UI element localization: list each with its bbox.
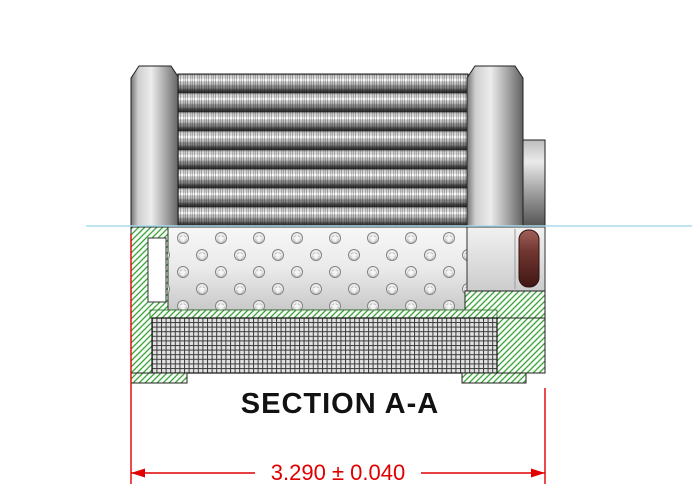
end-cap-right <box>466 65 524 227</box>
outlet-fitting <box>522 139 546 227</box>
core-tube-perforations <box>168 227 470 310</box>
end-cap-right-section-lower <box>496 317 546 374</box>
dimension-arrow-right <box>531 468 545 478</box>
external-view <box>130 65 546 227</box>
dimension-text: 3.290 ± 0.040 <box>271 460 405 485</box>
dimension-annotation: 3.290 ± 0.040 <box>130 234 546 485</box>
pleated-media <box>177 73 469 227</box>
o-ring-seal <box>518 229 540 288</box>
end-cap-left <box>130 65 180 227</box>
section-label: SECTION A-A <box>241 388 439 420</box>
end-cap-right-foot <box>461 372 527 384</box>
end-cap-left-foot <box>130 372 188 384</box>
end-cap-left-notch <box>147 237 167 303</box>
dimension-arrow-left <box>131 468 145 478</box>
section-view <box>130 226 546 384</box>
support-ring-strip <box>149 309 498 319</box>
filter-media-section <box>151 317 498 374</box>
